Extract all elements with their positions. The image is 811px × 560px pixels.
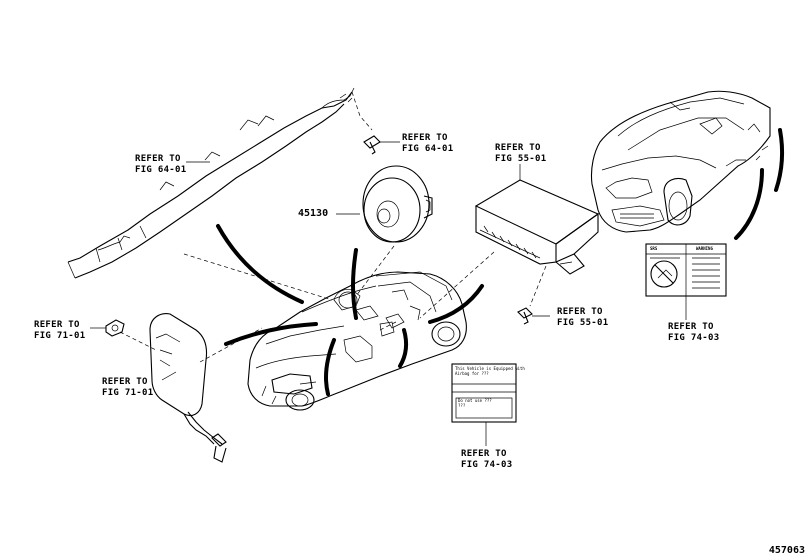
- callout-line2: FIG 55-01: [495, 154, 547, 164]
- callout-fig-64-01-curtain: REFER TO FIG 64-01: [135, 154, 186, 176]
- callout-line2: FIG 74-03: [668, 333, 720, 343]
- callout-line2: FIG 55-01: [557, 318, 609, 328]
- bolt-icon: [517, 307, 533, 325]
- vehicle-cutaway: [247, 271, 467, 411]
- diagram-id: 457063: [768, 545, 805, 556]
- steering-wheel-airbag: [362, 165, 433, 243]
- label-left-text-bottom: Do not use ??? ???: [458, 398, 492, 408]
- vehicle-front-view: [590, 90, 771, 233]
- label-left-line3: Do not use ???: [458, 398, 492, 403]
- callout-line2: FIG 64-01: [135, 165, 187, 175]
- reference-arcs: [216, 224, 484, 396]
- callout-fig-71-01-nut: REFER TO FIG 71-01: [34, 320, 85, 342]
- callout-line1: REFER TO: [102, 377, 148, 387]
- curtain-airbag: [67, 87, 373, 301]
- warning-label-right: [645, 243, 727, 297]
- callout-line2: FIG 64-01: [402, 144, 454, 154]
- reference-arcs: [734, 128, 785, 240]
- callout-line1: REFER TO: [402, 133, 448, 143]
- callout-line1: REFER TO: [495, 143, 541, 153]
- callout-line1: REFER TO: [557, 307, 603, 317]
- callout-fig-55-01-module: REFER TO FIG 55-01: [495, 143, 546, 165]
- callout-line1: REFER TO: [668, 322, 714, 332]
- nut-icon: [105, 319, 125, 337]
- label-right-header: WARNING: [696, 246, 713, 251]
- callout-fig-64-01-bolt: REFER TO FIG 64-01: [402, 133, 453, 155]
- label-left-text-top: This Vehicle is Equipped with Airbag for…: [455, 366, 525, 376]
- label-right-left-header: SRS: [650, 246, 658, 251]
- callout-fig-74-03-label-right: REFER TO FIG 74-03: [668, 322, 719, 344]
- bolt-icon: [363, 135, 381, 155]
- callout-line1: REFER TO: [135, 154, 181, 164]
- callout-line2: FIG 71-01: [102, 388, 154, 398]
- label-left-line2: Airbag for ???: [455, 371, 489, 376]
- label-left-line4: ???: [458, 403, 466, 408]
- callout-fig-55-01-bolt: REFER TO FIG 55-01: [557, 307, 608, 329]
- airbag-sensor-module: [474, 179, 600, 275]
- callout-line2: FIG 71-01: [34, 331, 86, 341]
- label-left-line1: This Vehicle is Equipped with: [455, 366, 525, 371]
- callout-fig-74-03-label-left: REFER TO FIG 74-03: [461, 449, 512, 471]
- warning-label-left: [451, 363, 517, 423]
- callout-line1: REFER TO: [34, 320, 80, 330]
- seat-side-airbag: [149, 313, 227, 463]
- callout-line2: FIG 74-03: [461, 460, 513, 470]
- part-number-45130: 45130: [298, 208, 329, 219]
- callout-line1: REFER TO: [461, 449, 507, 459]
- callout-fig-71-01-side-airbag: REFER TO FIG 71-01: [102, 377, 153, 399]
